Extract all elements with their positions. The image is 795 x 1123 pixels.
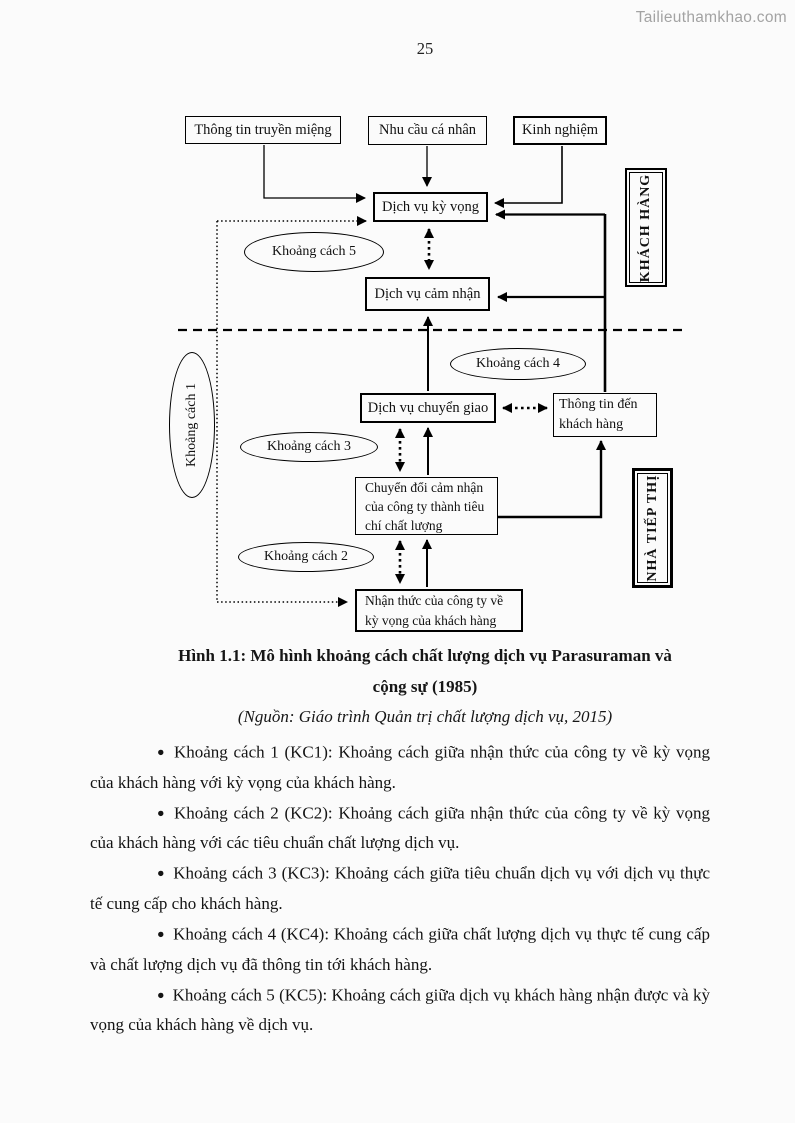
ellipse-gap5-label: Khoảng cách 5 xyxy=(272,244,356,259)
box-translation-label: Chuyển đổi cảm nhận của công ty thành ti… xyxy=(365,479,485,533)
bullet-text-kc5: Khoảng cách 5 (KC5): Khoảng cách giữa dị… xyxy=(90,985,710,1035)
bullet-paragraph-kc2: ●Khoảng cách 2 (KC2): Khoảng cách giữa n… xyxy=(90,798,710,859)
bullet-icon: ● xyxy=(157,866,166,881)
bullet-icon: ● xyxy=(157,987,165,1002)
bullet-paragraph-kc3: ●Khoảng cách 3 (KC3): Khoảng cách giữa t… xyxy=(90,858,710,919)
box-external-communication-label: Thông tin đến khách hàng xyxy=(559,397,638,432)
marketer-side-label-text: NHÀ TIẾP THỊ xyxy=(644,474,660,582)
ellipse-gap4-label: Khoảng cách 4 xyxy=(476,356,560,371)
box-expected-service-label: Dịch vụ kỳ vọng xyxy=(381,198,480,215)
ellipse-gap2: Khoảng cách 2 xyxy=(238,542,374,572)
customer-side-label: KHÁCH HÀNG xyxy=(625,168,667,287)
box-management-perception-label: Nhận thức của công ty về kỳ vọng của khá… xyxy=(365,592,504,628)
bullet-text-kc3: Khoảng cách 3 (KC3): Khoảng cách giữa ti… xyxy=(90,863,710,913)
box-external-communication: Thông tin đến khách hàng xyxy=(553,393,657,437)
bullet-paragraph-kc5: ●Khoảng cách 5 (KC5): Khoảng cách giữa d… xyxy=(90,980,710,1041)
box-experience-label: Kinh nghiệm xyxy=(521,122,599,139)
ellipse-gap3: Khoảng cách 3 xyxy=(240,432,378,462)
ellipse-gap1: Khoảng cách 1 xyxy=(169,352,215,498)
watermark: Tailieuthamkhao.com xyxy=(635,9,787,26)
arrow-translation-to-external xyxy=(497,440,606,519)
bullet-text-kc2: Khoảng cách 2 (KC2): Khoảng cách giữa nh… xyxy=(90,803,710,853)
box-perceived-service-label: Dịch vụ cảm nhận xyxy=(374,285,481,302)
figure-caption-line2: cộng sự (1985) xyxy=(372,676,478,696)
box-service-delivery-label: Dịch vụ chuyển giao xyxy=(367,399,489,416)
bullet-text-kc1: Khoảng cách 1 (KC1): Khoảng cách giữa nh… xyxy=(90,742,710,792)
ellipse-gap2-label: Khoảng cách 2 xyxy=(264,549,348,564)
bullet-text-kc4: Khoảng cách 4 (KC4): Khoảng cách giữa ch… xyxy=(90,924,710,974)
bullet-icon: ● xyxy=(157,745,166,759)
box-experience: Kinh nghiệm xyxy=(513,116,607,145)
box-word-of-mouth: Thông tin truyền miệng xyxy=(185,116,341,144)
box-expected-service: Dịch vụ kỳ vọng xyxy=(373,192,488,222)
customer-side-label-text: KHÁCH HÀNG xyxy=(638,173,653,282)
box-personal-needs: Nhu cầu cá nhân xyxy=(368,116,487,145)
bullet-paragraph-kc4: ●Khoảng cách 4 (KC4): Khoảng cách giữa c… xyxy=(90,919,710,980)
box-perceived-service: Dịch vụ cảm nhận xyxy=(365,277,490,311)
box-management-perception: Nhận thức của công ty về kỳ vọng của khá… xyxy=(355,589,523,632)
body-text: ●Khoảng cách 1 (KC1): Khoảng cách giữa n… xyxy=(90,737,710,1040)
bullet-paragraph-kc1: ●Khoảng cách 1 (KC1): Khoảng cách giữa n… xyxy=(90,737,710,798)
line-experience-to-expected xyxy=(494,146,563,208)
figure-caption: Hình 1.1: Mô hình khoảng cách chất lượng… xyxy=(90,641,760,733)
figure-source: (Nguồn: Giáo trình Quản trị chất lượng d… xyxy=(237,707,613,726)
box-word-of-mouth-label: Thông tin truyền miệng xyxy=(194,121,332,138)
customer-side-label-frame: KHÁCH HÀNG xyxy=(629,172,663,283)
ellipse-gap1-label: Khoảng cách 1 xyxy=(184,383,199,467)
box-personal-needs-label: Nhu cầu cá nhân xyxy=(378,122,477,139)
ellipse-gap3-label: Khoảng cách 3 xyxy=(267,439,351,454)
page-number: 25 xyxy=(416,39,434,58)
ellipse-gap4: Khoảng cách 4 xyxy=(450,348,586,380)
bullet-icon: ● xyxy=(157,805,166,820)
marketer-side-label: NHÀ TIẾP THỊ xyxy=(632,468,673,588)
box-translation: Chuyển đổi cảm nhận của công ty thành ti… xyxy=(355,477,498,535)
line-word-of-mouth-to-expected xyxy=(263,145,366,203)
marketer-side-label-frame: NHÀ TIẾP THỊ xyxy=(637,473,668,583)
ellipse-gap5: Khoảng cách 5 xyxy=(244,232,384,272)
figure-caption-line1: Hình 1.1: Mô hình khoảng cách chất lượng… xyxy=(178,646,672,665)
bullet-icon: ● xyxy=(157,927,166,942)
box-service-delivery: Dịch vụ chuyển giao xyxy=(360,393,496,423)
